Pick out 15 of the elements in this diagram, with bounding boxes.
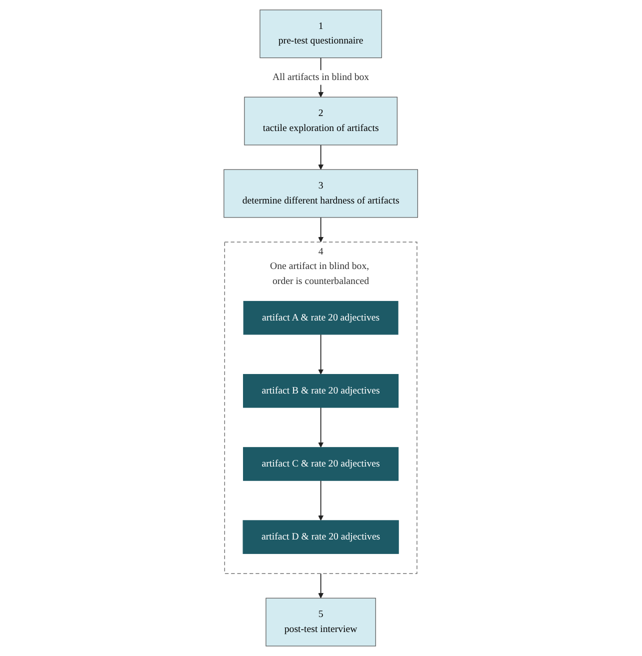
node-box: 1 pre-test questionnaire (260, 10, 382, 58)
node-box: artifact B & rate 20 adjectives (243, 374, 399, 408)
arrow (318, 573, 324, 598)
edge-label: All artifacts in blind box (272, 72, 370, 82)
arrow (318, 334, 324, 375)
node-box: artifact D & rate 20 adjectives (242, 520, 400, 554)
arrow (318, 480, 324, 521)
node-box: 3 determine different hardness of artifacts (224, 169, 418, 218)
node-box: artifact C & rate 20 adjectives (243, 447, 399, 481)
node-box: artifact A & rate 20 adjectives (243, 300, 398, 335)
arrow (318, 217, 324, 242)
arrow (318, 407, 324, 448)
node-box: 5 post-test interview (266, 598, 376, 646)
node-box: 2 tactile exploration of artifacts (244, 96, 398, 146)
arrow (318, 144, 324, 170)
